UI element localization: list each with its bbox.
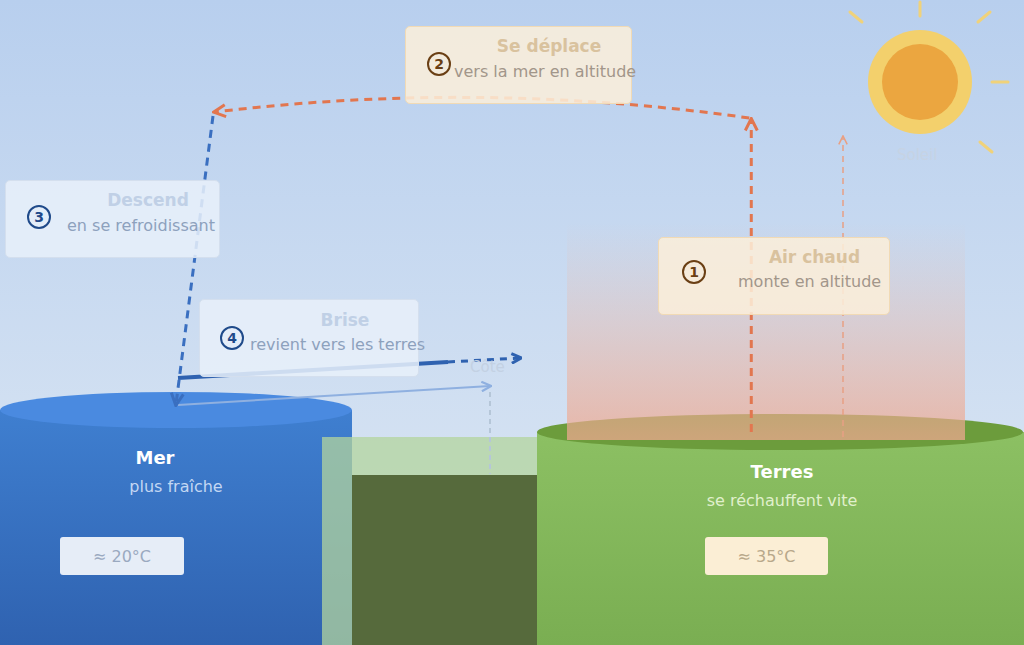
temperature-text: ≈ 35°C [737,547,795,566]
sun-disc [882,44,958,120]
sun-ray [850,12,862,22]
heading-text: Terres [537,462,1024,482]
warm-air [567,222,965,440]
callout-box: Air chaud monte en altitude 1 [658,237,890,315]
body-text: revient vers les terres [250,335,425,355]
callout-box: Briserevient vers les terres4 [199,299,419,377]
heading-text: Air chaud [738,247,891,267]
callout-number: 1 [682,260,706,284]
body-text: se réchauffent vite [537,491,1024,511]
sun-rays [850,2,1008,152]
callout-number: 4 [220,326,244,350]
cylinder-top [537,414,1023,450]
sun-ray [992,81,1008,84]
heading-text: Brise [250,310,440,330]
callout-number: 2 [427,52,451,76]
cylinder-top [0,392,352,428]
callout-number-text: 1 [689,264,699,280]
sun-label: Soleil [897,146,937,164]
heading-text: Mer [0,448,310,468]
callout-box: Se déplacevers la mer en altitude2 [405,26,632,104]
coast-mark [489,392,491,474]
callout-number-text: 3 [34,209,44,225]
sun-ray [978,12,990,22]
heading-text: Se déplace [454,36,644,56]
body-text: vers la mer en altitude [454,62,636,82]
cylinder-shape [0,392,352,645]
temperature-box: ≈ 35°C [705,537,828,575]
coast-strip [322,437,537,645]
callout-number-text: 4 [227,330,237,346]
land-cylinder: Terres se réchauffent vite ≈ 35°C [537,414,1024,645]
body-text: monte en altitude [738,272,881,292]
callout-number: 3 [27,205,51,229]
sun-halo [868,30,972,134]
coast-ground [352,475,537,645]
temperature-text: ≈ 20°C [93,547,151,566]
cylinder-shape [537,414,1024,645]
body-text: plus fraîche [0,477,352,497]
sun-ray [919,2,922,16]
body-text: en se refroidissant [67,216,215,236]
cylinder-body [0,410,352,645]
callout-number-text: 2 [434,56,444,72]
callout-box: Descenden se refroidissant3 [5,180,220,258]
sea-cylinder: Mer plus fraîche ≈ 20°C [0,392,352,645]
sun-ray [980,142,992,152]
heading-text: Descend [67,190,229,210]
temperature-box: ≈ 20°C [60,537,184,575]
coast-label: Côte [470,358,505,376]
